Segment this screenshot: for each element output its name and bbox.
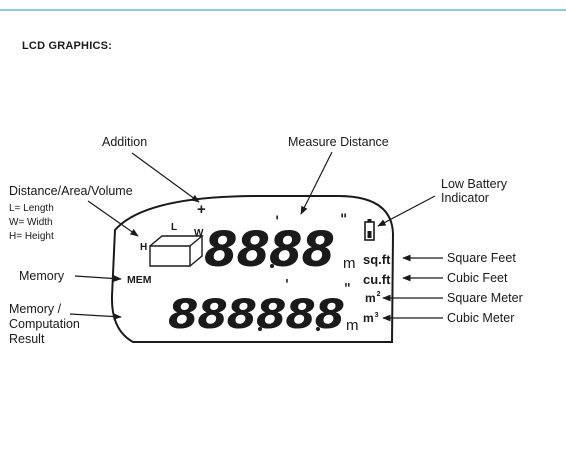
section-title: LCD GRAPHICS: — [22, 40, 112, 52]
mem-indicator: MEM — [127, 274, 152, 286]
label-mem-result-1: Memory / — [9, 302, 62, 316]
label-square-feet: Square Feet — [447, 251, 516, 265]
bottom-unit-m: m — [346, 317, 359, 334]
bottom-digits: 888888 — [168, 292, 344, 338]
bottom-decimal-point-2 — [316, 327, 320, 331]
arrow-low-battery — [377, 195, 436, 227]
arrow-dav — [87, 200, 139, 237]
label-cubic-meter: Cubic Meter — [447, 311, 514, 325]
label-low-battery-1: Low Battery — [441, 177, 508, 191]
box-label-l: L — [171, 222, 177, 233]
top-unit-m: m — [343, 255, 356, 272]
box-label-w: W — [194, 228, 204, 239]
top-digits: 8888 — [204, 222, 334, 278]
label-dav-width: W= Width — [9, 217, 53, 228]
lcd-outline — [110, 195, 395, 343]
label-mem-result-2: Computation — [9, 317, 80, 331]
label-cubic-feet: Cubic Feet — [447, 271, 508, 285]
m3-indicator: m3 — [363, 311, 379, 325]
label-measure-distance: Measure Distance — [288, 135, 389, 149]
label-dav-title: Distance/Area/Volume — [9, 184, 133, 198]
battery-icon — [364, 219, 375, 241]
label-addition: Addition — [102, 135, 147, 149]
box-label-h: H — [140, 242, 147, 253]
arrow-measure-distance — [300, 151, 333, 215]
arrow-addition — [131, 152, 200, 203]
cu-ft-indicator: cu.ft — [363, 272, 391, 287]
plus-symbol: + — [197, 201, 206, 218]
bottom-foot-mark: ' — [285, 278, 289, 293]
m2-indicator: m2 — [365, 291, 381, 305]
arrow-memory — [74, 275, 122, 282]
label-memory: Memory — [19, 269, 65, 283]
label-dav-length: L= Length — [9, 203, 54, 214]
sq-ft-indicator: sq.ft — [363, 252, 391, 267]
arrow-mem-result — [69, 313, 122, 320]
box-icon — [149, 235, 204, 267]
bottom-inch-mark: " — [344, 282, 351, 297]
top-inch-mark: " — [340, 212, 347, 228]
bottom-decimal-point-1 — [258, 327, 262, 331]
label-dav-height: H= Height — [9, 231, 54, 242]
top-foot-mark: ' — [275, 214, 279, 230]
top-rule — [0, 9, 566, 11]
label-square-meter: Square Meter — [447, 291, 523, 305]
top-decimal-point — [270, 264, 274, 268]
label-low-battery-2: Indicator — [441, 191, 489, 205]
label-mem-result-3: Result — [9, 332, 45, 346]
